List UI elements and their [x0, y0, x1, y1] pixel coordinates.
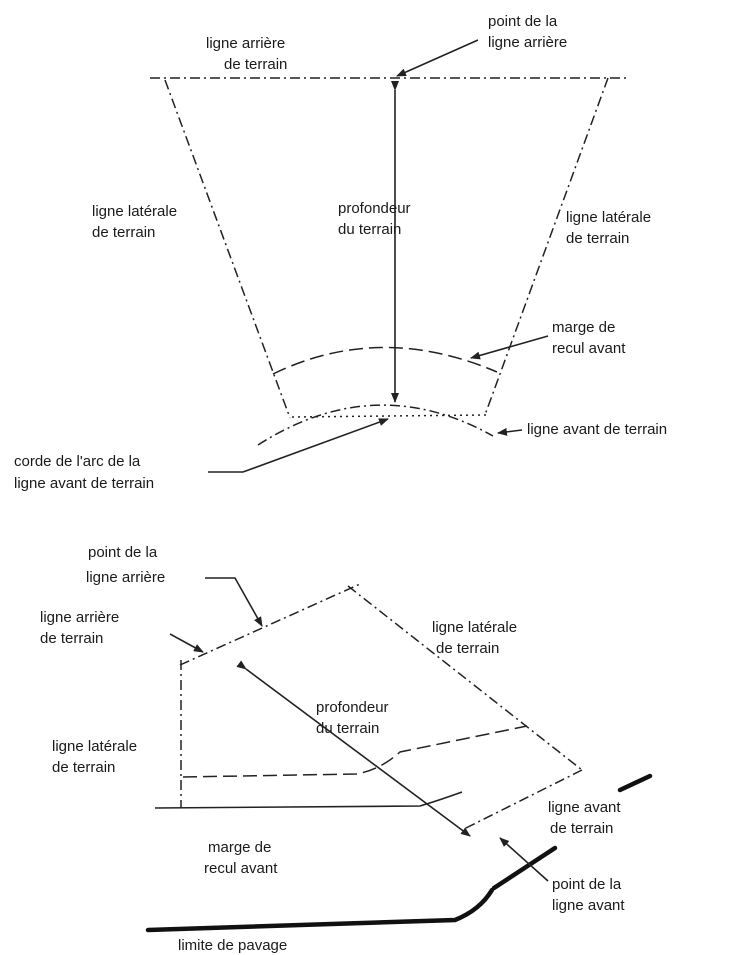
- top-diagram: ligne arrière de terrain point de la lig…: [14, 13, 667, 492]
- bottom-setback-label: marge de recul avant: [204, 839, 278, 877]
- bottom-depth-label: profondeur du terrain: [316, 699, 393, 737]
- top-right-side-label: ligne latérale de terrain: [566, 209, 655, 247]
- top-chord-line: [291, 414, 487, 418]
- bottom-pavement-curve: [491, 845, 558, 891]
- top-rear-point-label: point de la ligne arrière: [488, 13, 567, 51]
- bottom-left-side-label: ligne latérale de terrain: [52, 738, 141, 776]
- top-front-line-label: ligne avant de terrain: [527, 421, 667, 438]
- top-rear-line-label: ligne arrière de terrain: [206, 35, 289, 73]
- bottom-right-side-line: [347, 585, 583, 771]
- bottom-pavement-line: [145, 887, 495, 933]
- bottom-pavement-segment: [617, 773, 653, 793]
- top-left-side-label: ligne latérale de terrain: [92, 203, 181, 241]
- bottom-pavement-label: limite de pavage: [178, 937, 287, 954]
- bottom-street-lot-line: [154, 791, 463, 809]
- top-setback-label: marge de recul avant: [552, 319, 626, 357]
- top-left-side-line: [164, 79, 291, 419]
- top-front-lot-line-arc: [257, 404, 494, 446]
- bottom-rear-line-label: ligne arrière de terrain: [40, 609, 123, 647]
- bottom-right-side-label: ligne latérale de terrain: [432, 619, 521, 657]
- bottom-front-line-label: ligne avant de terrain: [548, 799, 625, 837]
- top-chord-leader: [208, 418, 389, 473]
- top-setback-leader: [470, 335, 549, 360]
- top-front-setback-arc: [272, 346, 498, 375]
- bottom-rear-lot-line: [179, 583, 361, 666]
- top-chord-label: corde de l'arc de la ligne avant de terr…: [14, 453, 154, 492]
- top-front-line-leader: [497, 427, 523, 436]
- bottom-depth-arrow: [236, 660, 471, 837]
- bottom-rear-point-leader: [205, 577, 263, 627]
- bottom-front-point-label: point de la ligne avant: [552, 876, 625, 914]
- bottom-rear-point-label: point de la ligne arrière: [86, 544, 165, 586]
- top-rear-point-leader: [396, 39, 479, 77]
- bottom-front-point-leader: [499, 837, 549, 882]
- top-depth-label: profondeur du terrain: [338, 200, 415, 238]
- bottom-rear-line-leader: [169, 633, 204, 653]
- bottom-front-lot-line: [461, 769, 583, 831]
- bottom-diagram: point de la ligne arrière ligne arrière …: [40, 544, 653, 954]
